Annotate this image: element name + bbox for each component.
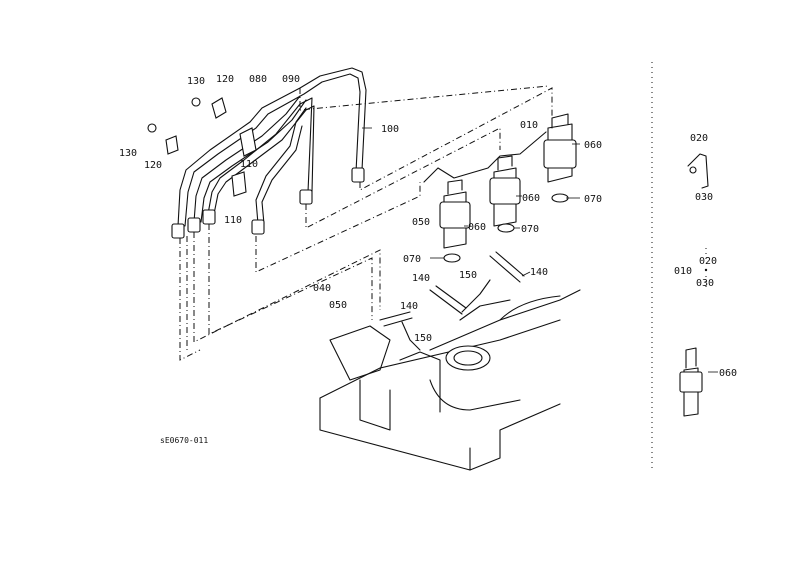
callout-140-front: 140 — [400, 301, 418, 312]
callout-050-lower: 050 — [329, 300, 347, 311]
callout-110-lower: 110 — [224, 215, 242, 226]
callout-140-middle: 140 — [412, 273, 430, 284]
callout-060-front: 060 — [468, 222, 486, 233]
leader-lines — [362, 127, 718, 373]
callout-050-upper: 050 — [412, 217, 430, 228]
engine-block — [319, 289, 581, 471]
callout-090: 090 — [282, 74, 300, 85]
callout-110-upper: 110 — [240, 159, 258, 170]
callout-140-rear: 140 — [530, 267, 548, 278]
callout-080: 080 — [249, 74, 267, 85]
callout-130-top: 130 — [187, 76, 205, 87]
detail-callout-020-b: 020 — [699, 256, 717, 267]
detail-callout-060: 060 — [719, 368, 737, 379]
drawing-code: sE0670-011 — [160, 436, 208, 445]
callout-070-front: 070 — [403, 254, 421, 265]
detail-callout-010: 010 — [674, 266, 692, 277]
injection-pipes — [147, 67, 367, 239]
callout-070-rear: 070 — [584, 194, 602, 205]
callout-010: 010 — [520, 120, 538, 131]
callout-150-upper: 150 — [459, 270, 477, 281]
callout-070-middle: 070 — [521, 224, 539, 235]
detail-callout-030: 030 — [695, 192, 713, 203]
callout-120-top: 120 — [216, 74, 234, 85]
reference-lines — [179, 85, 553, 361]
detail-callout-030-b: 030 — [696, 278, 714, 289]
callout-120-left: 120 — [144, 160, 162, 171]
callout-060-rear: 060 — [584, 140, 602, 151]
callout-150-lower: 150 — [414, 333, 432, 344]
callout-060-middle: 060 — [522, 193, 540, 204]
detail-nozzle-parts — [679, 153, 709, 417]
detail-callout-020: 020 — [690, 133, 708, 144]
callout-040: 040 — [313, 283, 331, 294]
callout-100: 100 — [381, 124, 399, 135]
callout-130-left: 130 — [119, 148, 137, 159]
